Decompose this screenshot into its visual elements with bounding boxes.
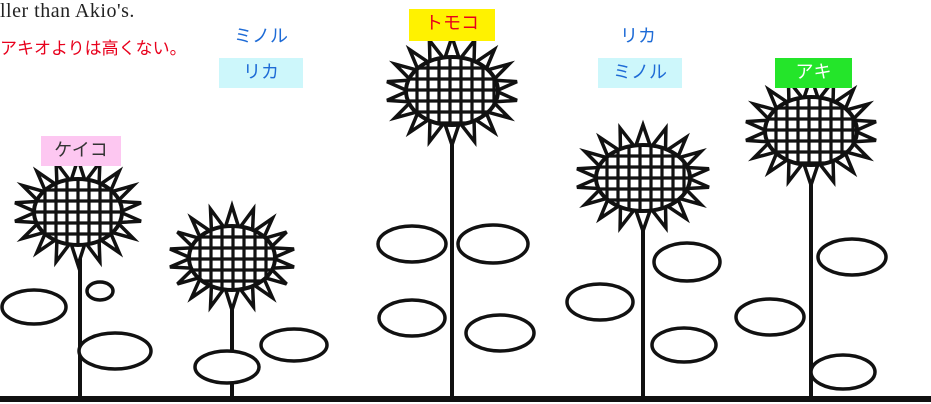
leaf xyxy=(377,298,447,338)
tag-aki: アキ xyxy=(775,58,852,88)
sunflower-aki xyxy=(734,71,888,399)
leaf xyxy=(809,353,877,391)
tag-flower2: リカ xyxy=(219,58,303,88)
tag-tomoko: トモコ xyxy=(409,9,495,41)
sunflower-flower2 xyxy=(169,200,329,399)
head-grid xyxy=(189,226,275,290)
leaf xyxy=(0,288,68,326)
leaf xyxy=(464,313,536,353)
sunflower-keiko xyxy=(0,153,153,399)
tag-flower4: ミノル xyxy=(598,58,682,88)
leaf xyxy=(650,326,718,364)
head-grid xyxy=(34,179,122,245)
leaf xyxy=(77,331,153,371)
sunflower-flower4 xyxy=(565,119,722,399)
japanese-caption-fragment: アキオよりは高くない。 xyxy=(0,39,187,59)
leaf xyxy=(259,327,329,363)
leaf xyxy=(565,282,635,322)
leaf xyxy=(85,280,115,302)
leaf xyxy=(456,223,530,265)
leaf xyxy=(734,297,806,337)
leaf xyxy=(376,224,448,264)
tag-keiko: ケイコ xyxy=(41,136,121,166)
sunflower-tomoko xyxy=(376,31,536,399)
flower2-name-above: ミノル xyxy=(234,26,288,47)
leaf xyxy=(816,237,888,277)
head-grid xyxy=(596,145,690,211)
flower4-name-above: リカ xyxy=(620,26,656,47)
leaf xyxy=(193,349,261,385)
english-caption-fragment: ller than Akio's. xyxy=(0,0,135,22)
leaf xyxy=(652,241,722,283)
